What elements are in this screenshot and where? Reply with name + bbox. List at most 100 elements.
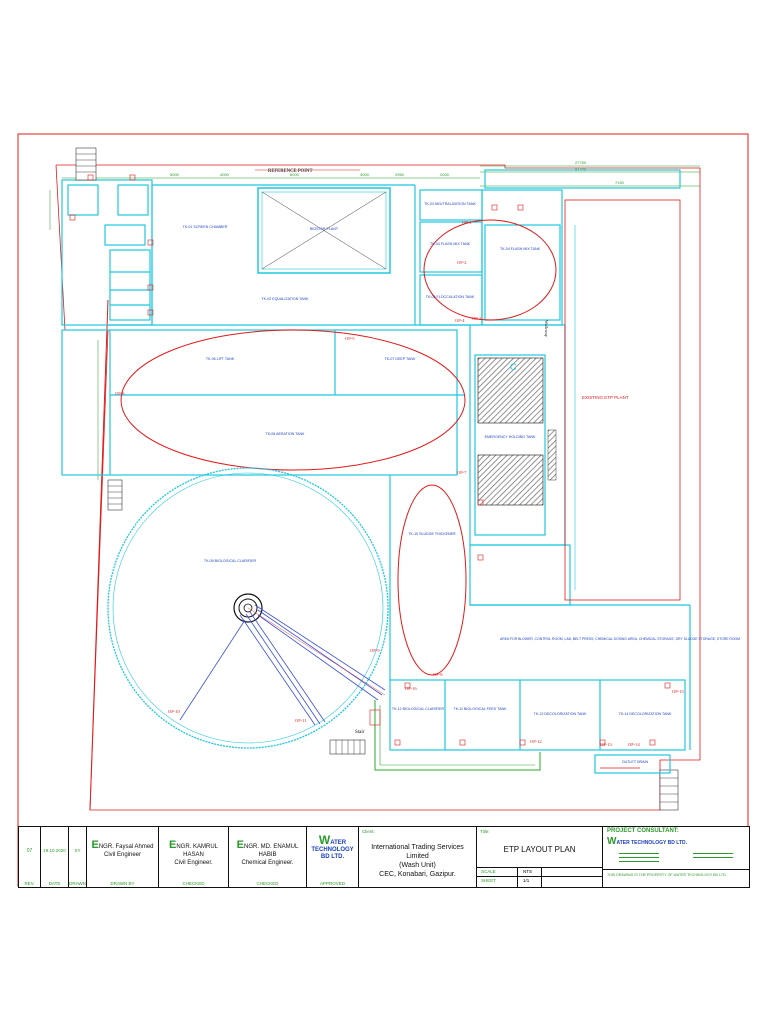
- tank-emergency: EMERGENCY HOLDING TANK: [485, 435, 536, 439]
- op-label-5: OP-5: [345, 336, 355, 341]
- water-technology-logo: WATER TECHNOLOGY BD LTD.: [307, 834, 358, 861]
- tank-lift1: TK-06 LIFT TANK: [206, 357, 235, 361]
- engineer-2-name: NGR. KAMRUL HASAN: [176, 844, 218, 858]
- op-label-13: OP-13: [600, 742, 613, 747]
- rev-cell: 07 REV.: [19, 827, 41, 887]
- op-label-10: OP-10: [168, 709, 181, 714]
- rev-date: 19.10.2020: [43, 848, 66, 853]
- client-cell: Client: International Trading Services L…: [359, 827, 477, 887]
- scale-label: SCALE: [481, 869, 496, 874]
- tank-flash1: TK-04 FLASH MIX TANK: [430, 242, 471, 246]
- consultant-initial: W: [607, 836, 617, 847]
- consultant-name-block: WATER TECHNOLOGY BD LTD.: [607, 836, 687, 847]
- walkway-label: Walkway: [544, 320, 549, 338]
- op-label-12: OP-12: [530, 739, 542, 744]
- op-label-6: OP-6: [115, 391, 125, 396]
- tank-equal2: TK-04 FLASH MIX TANK: [500, 247, 541, 251]
- wt-line3: BD LTD.: [320, 854, 345, 860]
- wt-line1: ATER: [330, 840, 347, 846]
- wt-line2: TECHNOLOGY: [311, 847, 354, 853]
- footer-note: THIS DRAWING IS THE PROPERTY OF WATER TE…: [607, 873, 727, 877]
- c-label: C: [510, 362, 517, 372]
- title-label: Title:: [480, 829, 490, 834]
- engineer-3-initial: E: [236, 839, 244, 851]
- client-unit: (Wash Unit): [399, 862, 436, 869]
- checked-header: CHECKED: [182, 881, 205, 886]
- rev-header: REV.: [24, 881, 35, 886]
- client-address: CEC, Konabari, Gazipur.: [379, 871, 456, 878]
- tank-biostar: BIOSTAR PLANT: [310, 227, 339, 231]
- svg-text:27750: 27750: [575, 160, 587, 165]
- op-label-3: OP-3: [472, 316, 482, 321]
- engineer-1-cell: ENGR. Faysal Ahmed Civil Engineer DRAWN …: [87, 827, 159, 887]
- rev-by: SY: [74, 848, 81, 853]
- by-cell: SY DRAWN: [69, 827, 87, 887]
- site-boundary: [55, 164, 701, 811]
- op-label-14: OP-14: [628, 742, 641, 747]
- op-label-11: OP-11: [295, 718, 307, 723]
- op-label-2: OP-2: [457, 260, 467, 265]
- scale-value: NTS: [523, 869, 532, 874]
- svg-text:2950: 2950: [395, 172, 405, 177]
- sheet-value: 1/1: [523, 878, 530, 883]
- title-block: 07 REV. 19.10.2020 DATE SY DRAWN ENGR. F…: [18, 826, 750, 888]
- client-name: International Trading Services Limited: [371, 844, 464, 860]
- engineer-3-name: NGR. MD. ENAMUL HABIB: [244, 844, 299, 858]
- op-label-1: OP-1: [462, 220, 472, 225]
- tank-bio-clarifier: TK-09 BIOLOGICAL CLARIFIER: [204, 559, 257, 563]
- svg-text:2000: 2000: [440, 172, 450, 177]
- tank-lift2: TK-07 DEEP TANK: [385, 357, 416, 361]
- sheet-label: SHEET: [481, 878, 497, 883]
- engineer-1-initial: E: [91, 839, 99, 851]
- approved-header: APPROVED: [319, 881, 345, 886]
- tank-decolor1: TK-13 DECOLORIZATION TANK: [534, 712, 587, 716]
- stair-label: Stair: [355, 730, 365, 735]
- existing-plant-label: EXISTING ETP PLANT: [582, 395, 629, 400]
- drawn-header: DRAWN BY: [110, 881, 135, 886]
- rev-number: 07: [26, 848, 33, 854]
- tank-thickener: TK-10 SLUDGE THICKENER: [408, 532, 456, 536]
- tank-screen-chamber: TK-01 SCREEN CHAMBER: [183, 225, 228, 229]
- by-header: DRAWN: [69, 881, 86, 886]
- tank-lift3: TK-08 AERATION TANK: [266, 432, 306, 436]
- blower-note: AREA FOR BLOWER, CONTROL ROOM, LAB, BELT…: [500, 637, 740, 641]
- tank-bio-clar2: TK-12 BIOLOGICAL CLARIFIER: [392, 707, 445, 711]
- op-label-8: OP-8: [433, 672, 443, 677]
- drawing-title: ETP LAYOUT PLAN: [503, 845, 576, 854]
- op-label-9: OP-9: [370, 648, 380, 653]
- tank-flash2: TK-05 FLOCCULATION TANK: [426, 295, 475, 299]
- op-label-7: OP-7: [457, 470, 467, 475]
- approved-cell: WATER TECHNOLOGY BD LTD. APPROVED: [307, 827, 359, 887]
- tank-outlet: OUTLET DRAIN: [622, 760, 649, 764]
- wt-initial: W: [318, 833, 331, 847]
- consultant-label: PROJECT CONSULTANT:: [607, 828, 679, 834]
- tank-equal: TK-02 EQUALIZATION TANK: [261, 297, 309, 301]
- svg-text:7150: 7150: [615, 180, 625, 185]
- date-header: DATE: [48, 881, 61, 886]
- engineer-3-cell: ENGR. MD. ENAMUL HABIB Chemical Engineer…: [229, 827, 307, 887]
- consultant-name: ATER TECHNOLOGY BD LTD.: [616, 840, 688, 846]
- svg-text:4000: 4000: [220, 172, 230, 177]
- tank-decolor2: TK-14 DECOLORIZATION TANK: [619, 712, 672, 716]
- client-label: Client:: [362, 829, 375, 834]
- svg-text:5000: 5000: [170, 172, 180, 177]
- title-cell: Title: ETP LAYOUT PLAN SCALE NTS SHEET 1…: [477, 827, 603, 887]
- op-label-4: OP-4: [455, 318, 465, 323]
- engineer-3-role: Chemical Engineer.: [241, 860, 294, 866]
- op-label-16: OP-16: [405, 686, 418, 691]
- tank-bio-feed: TK-11 BIOLOGICAL FEED TANK: [454, 707, 508, 711]
- tank-neutral: TK-03 NEUTRALIZATION TANK: [424, 202, 476, 206]
- svg-text:6000: 6000: [290, 172, 300, 177]
- date-cell: 19.10.2020 DATE: [41, 827, 69, 887]
- svg-text:3000: 3000: [360, 172, 370, 177]
- reference-point-label: REFERENCE POINT: [268, 169, 313, 174]
- engineer-1-name: NGR. Faysal Ahmed: [98, 844, 154, 850]
- engineer-2-initial: E: [168, 839, 177, 851]
- engineer-2-cell: ENGR. KAMRUL HASAN Civil Engineer. CHECK…: [159, 827, 229, 887]
- op-label-15: OP-15: [672, 689, 685, 694]
- checked2-header: CHECKED: [256, 881, 279, 886]
- engineer-2-role: Civil Engineer.: [174, 860, 213, 866]
- consultant-cell: PROJECT CONSULTANT: WATER TECHNOLOGY BD …: [603, 827, 749, 887]
- engineer-1-role: Civil Engineer: [103, 852, 142, 858]
